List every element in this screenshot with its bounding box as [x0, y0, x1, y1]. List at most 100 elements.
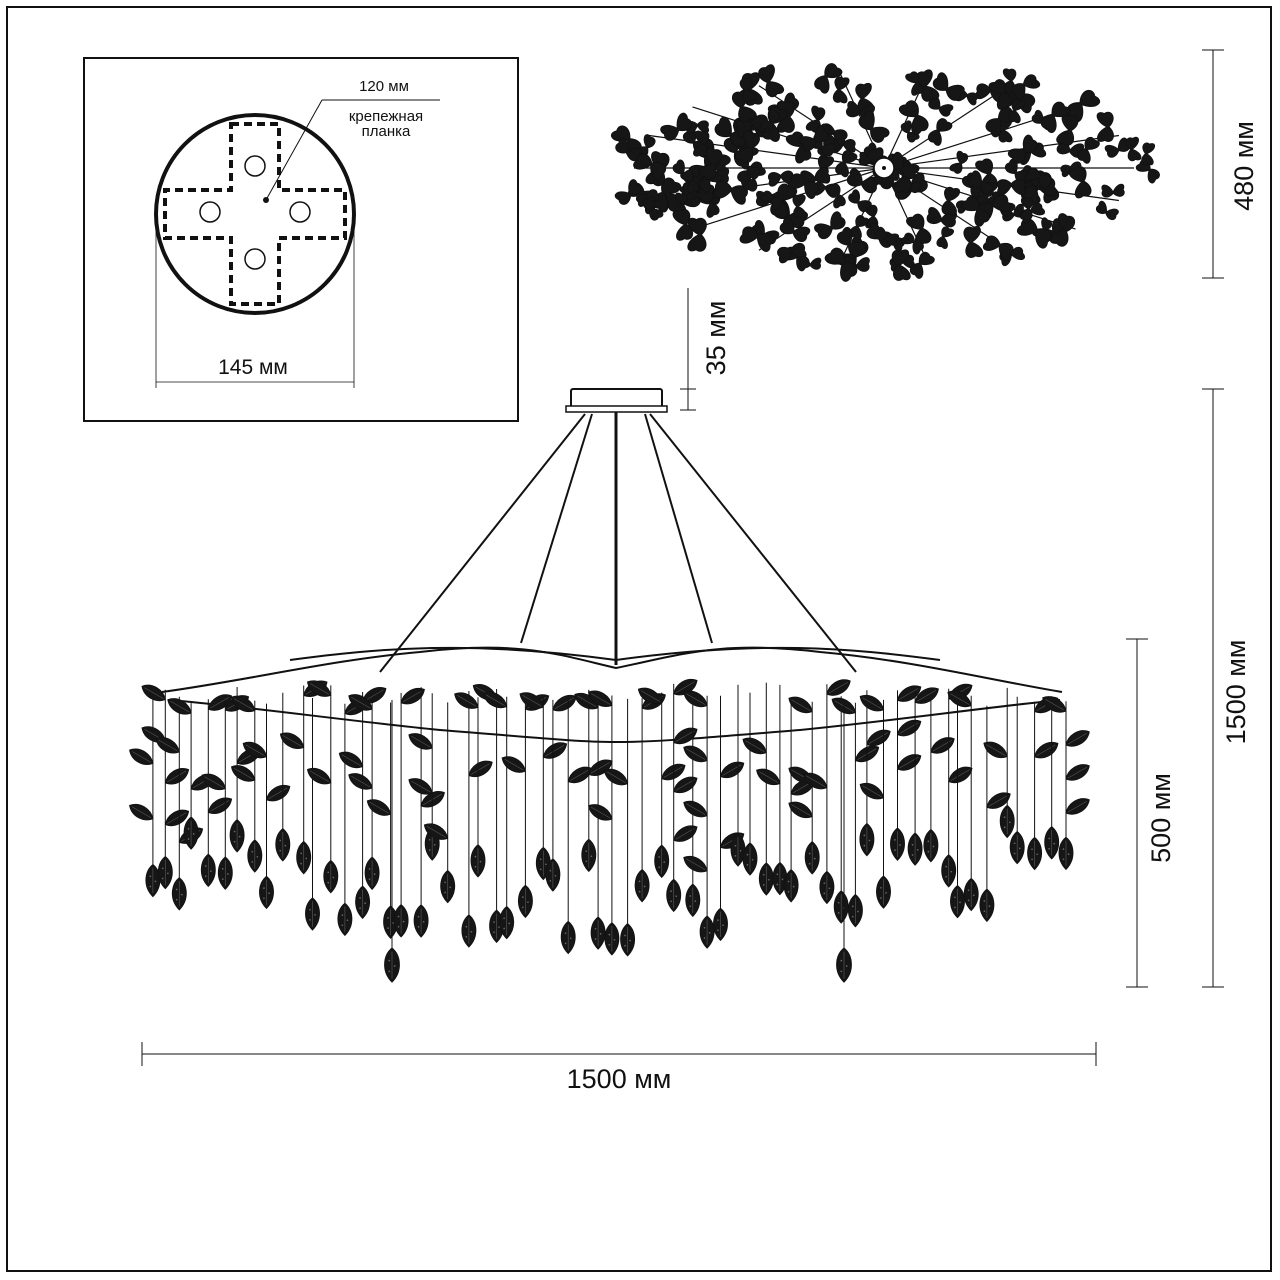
side-leaf — [1062, 759, 1093, 785]
side-leaf — [363, 795, 395, 821]
end-leaf — [461, 914, 477, 948]
butterfly-ornament — [996, 178, 1026, 196]
frame-branch-top — [289, 646, 941, 662]
suspension-cable-4 — [649, 413, 857, 673]
end-leaf — [685, 883, 701, 917]
side-leaf — [276, 728, 308, 754]
side-leaf — [739, 733, 770, 759]
end-leaf — [1009, 830, 1025, 865]
end-leaf — [890, 827, 905, 861]
chandelier-frame — [161, 646, 1063, 744]
end-leaf — [247, 839, 263, 873]
end-leaf — [581, 838, 597, 872]
mounting-bracket-cross — [163, 122, 347, 306]
frame-branch-lower — [169, 699, 1061, 744]
end-leaf — [275, 828, 291, 862]
suspension-cable-1 — [379, 413, 586, 673]
end-leaf — [847, 894, 863, 928]
bracket-caption-line2: планка — [362, 123, 411, 140]
side-leaf — [1062, 793, 1093, 819]
butterfly-ornament — [798, 255, 822, 271]
body-height-label: 500 мм — [1146, 773, 1176, 863]
end-leaf — [950, 884, 965, 919]
total-height-label: 1500 мм — [1221, 640, 1251, 745]
end-leaf — [859, 823, 875, 857]
end-leaf — [145, 863, 161, 898]
side-leaf — [785, 692, 816, 718]
end-leaf — [713, 907, 728, 941]
side-leaf — [126, 799, 157, 825]
side-leaf — [126, 744, 157, 770]
end-leaf — [364, 856, 380, 890]
butterfly-ornament — [962, 225, 984, 259]
end-leaf — [634, 869, 650, 903]
side-leaf — [856, 690, 887, 716]
end-leaf — [183, 816, 199, 850]
long-drop-leaf-left — [384, 947, 400, 983]
end-leaf — [337, 902, 353, 936]
side-leaf — [894, 749, 925, 775]
side-leaf — [680, 796, 711, 822]
bracket-leader-line — [265, 99, 323, 201]
side-leaf — [585, 799, 616, 825]
butterfly-ornament — [1096, 111, 1115, 143]
end-leaf — [833, 890, 849, 924]
mounting-plate-inset: 120 мм крепежная планка 145 мм — [83, 57, 519, 422]
side-leaf — [670, 821, 701, 847]
plate-width-label: 145 мм — [218, 356, 288, 379]
chandelier-leaves — [126, 674, 1093, 983]
end-leaf — [979, 888, 995, 922]
end-leaf — [517, 884, 533, 918]
end-leaf — [699, 915, 715, 949]
suspension-cable-2 — [520, 413, 593, 644]
screw-hole-left — [199, 201, 221, 223]
width-label: 1500 мм — [567, 1064, 672, 1094]
screw-hole-bottom — [244, 248, 266, 270]
bracket-size-label: 120 мм — [359, 78, 409, 95]
end-leaf — [804, 841, 820, 875]
side-leaf — [465, 756, 496, 782]
end-leaf — [590, 916, 606, 950]
side-leaf — [785, 797, 816, 823]
end-leaf — [470, 844, 486, 878]
side-leaf — [345, 768, 376, 794]
end-leaf — [620, 923, 636, 957]
end-leaf — [923, 829, 939, 863]
top-view: 480 мм — [609, 49, 1259, 284]
inset-frame — [83, 57, 519, 422]
end-leaf — [393, 904, 409, 938]
end-leaf — [229, 819, 245, 853]
side-leaf — [498, 752, 529, 778]
end-leaf — [1058, 836, 1074, 870]
side-leaf — [717, 757, 748, 783]
bracket-caption-line1: крепежная — [349, 108, 423, 125]
end-leaf — [323, 860, 339, 894]
side-leaf — [161, 763, 193, 789]
end-leaf — [440, 869, 456, 904]
end-leaf — [758, 862, 774, 896]
end-leaf — [907, 832, 923, 866]
side-leaf — [823, 675, 854, 701]
screw-hole-top — [244, 155, 266, 177]
end-leaf — [1044, 826, 1060, 860]
end-leaf — [876, 875, 891, 909]
side-leaf — [405, 728, 436, 754]
end-leaf — [305, 897, 320, 931]
side-leaf — [539, 738, 571, 764]
side-leaf — [856, 778, 887, 804]
end-leaf — [355, 885, 371, 919]
side-leaf — [303, 763, 335, 789]
side-leaf — [927, 732, 958, 758]
end-leaf — [819, 870, 835, 905]
end-leaf — [200, 853, 216, 887]
top-view-center-dot — [882, 166, 886, 170]
side-leaf — [980, 737, 1011, 763]
butterfly-ornament — [1101, 183, 1125, 198]
depth-label: 480 мм — [1229, 121, 1259, 211]
side-leaf — [1062, 725, 1093, 751]
screw-hole-right — [289, 201, 311, 223]
side-leaf — [1031, 737, 1062, 763]
top-view-branch — [883, 134, 1120, 169]
end-leaf — [963, 877, 979, 912]
